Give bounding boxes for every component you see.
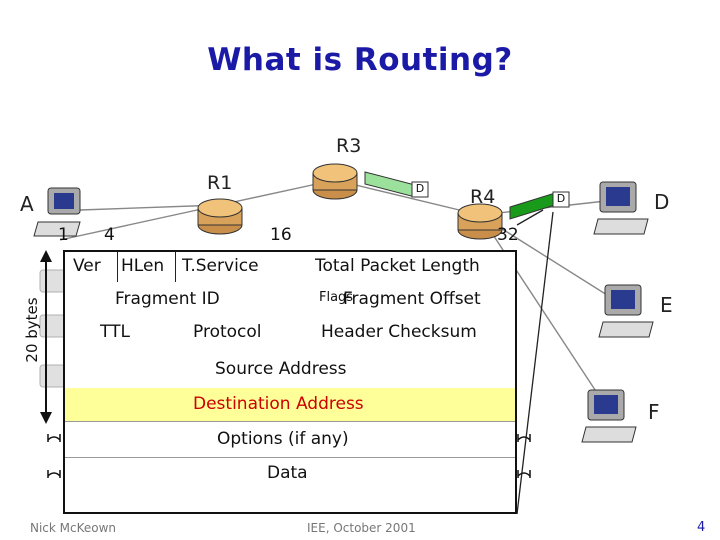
host-label-e: E [660,293,673,317]
field-source: Source Address [215,359,347,379]
computer-icon-f [581,389,637,443]
computer-icon-e [598,284,654,338]
field-fragment-id: Fragment ID [115,289,220,309]
field-checksum: Header Checksum [321,322,477,342]
router-icon-r1 [197,198,243,235]
packet-dest-label-1: D [415,182,425,195]
bit-4: 4 [104,225,115,245]
host-label-d: D [654,190,670,214]
field-tservice: T.Service [182,256,259,276]
packet-icon-green [509,191,570,220]
computer-icon-a [33,187,81,237]
packet-icon-light [364,171,429,198]
header-size-label: 20 bytes [23,297,41,363]
size-arrow [40,250,52,424]
row-divider-options [65,421,515,422]
router-icon-r4 [457,203,503,240]
computer-icon-d [593,181,649,235]
destination-highlight [65,388,515,421]
break-marks [47,434,531,478]
packet-dest-label-2: D [556,192,566,205]
field-protocol: Protocol [193,322,262,342]
field-total-length: Total Packet Length [315,256,480,276]
divider-hlen-tos [175,252,176,282]
bit-16: 16 [270,225,292,245]
bit-32: 32 [497,225,519,245]
field-destination: Destination Address [193,394,364,414]
bit-1: 1 [58,225,69,245]
router-label-r1: R1 [207,172,233,194]
router-label-r3: R3 [336,135,362,157]
field-fragment-offset: Fragment Offset [343,289,481,309]
divider-ver-hlen [117,252,118,282]
router-label-r4: R4 [470,186,496,208]
field-ver: Ver [73,256,101,276]
field-data: Data [267,463,308,483]
field-flags: Flags [319,290,354,305]
host-label-f: F [648,400,660,424]
field-options: Options (if any) [217,429,349,449]
page-number: 4 [697,520,706,535]
ip-header-table: Ver HLen T.Service Total Packet Length F… [47,250,531,514]
slide-title: What is Routing? [207,42,513,78]
host-label-a: A [20,192,34,216]
field-ttl: TTL [100,322,130,342]
footer-event: IEE, October 2001 [307,521,416,535]
field-hlen: HLen [121,256,165,276]
row-divider-data [65,457,515,458]
router-icon-r3 [312,163,358,200]
footer-author: Nick McKeown [30,521,117,535]
